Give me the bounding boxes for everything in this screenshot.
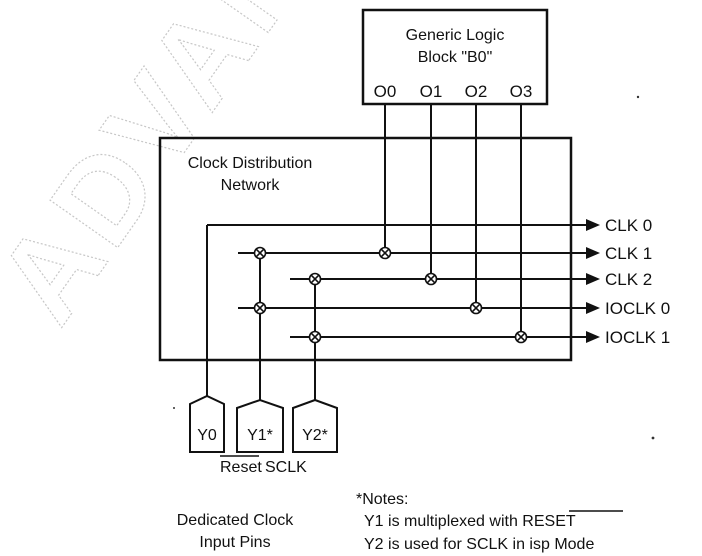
notes-line-1-prefix: Y1 is multiplexed with — [364, 513, 522, 530]
clock-network-title-1: Clock Distribution — [188, 155, 312, 172]
ioclk1-arrow — [586, 331, 600, 343]
pin-y0-shape — [189, 394, 225, 453]
fuse-y1-clk1 — [253, 246, 267, 260]
pin-y2-shape — [292, 398, 338, 453]
clk2-label: CLK 2 — [605, 270, 652, 289]
logic-block-title-2: Block "B0" — [418, 49, 493, 66]
notes-line-2: Y2 is used for SCLK in isp Mode — [364, 536, 594, 553]
clk1-arrow — [586, 247, 600, 259]
reset-label: Reset — [220, 459, 262, 476]
ioclk0-label: IOCLK 0 — [605, 299, 670, 318]
pin-y0-label: Y0 — [197, 427, 217, 444]
fuse-y2-ioclk1 — [308, 330, 322, 344]
output-o1: O1 — [420, 82, 443, 101]
output-o2: O2 — [465, 82, 488, 101]
output-o0: O0 — [374, 82, 397, 101]
clk0-arrow — [586, 219, 600, 231]
clock-network-box — [158, 136, 573, 362]
fuse-y1-ioclk0 — [253, 301, 267, 315]
clk2-arrow — [586, 273, 600, 285]
fuse-junctions — [253, 246, 528, 344]
fuse-o0-clk1 — [378, 246, 392, 260]
fuse-y2-clk2 — [308, 272, 322, 286]
notes-line-1: Y1 is multiplexed with RESET — [364, 513, 576, 530]
output-o3: O3 — [510, 82, 533, 101]
scan-specks — [173, 95, 655, 440]
pin-y1-shape — [236, 398, 284, 453]
input-pin-shapes — [189, 394, 338, 453]
fuse-o3-ioclk1 — [514, 330, 528, 344]
caption-line-1: Dedicated Clock — [177, 512, 295, 529]
pin-y1-label: Y1* — [247, 427, 273, 444]
logic-output-lines — [384, 104, 522, 337]
watermark: ADVANCE — [0, 0, 441, 346]
clock-output-lines — [207, 224, 586, 338]
ioclk0-arrow — [586, 302, 600, 314]
logic-block-box — [361, 8, 549, 106]
fuse-o1-clk2 — [424, 272, 438, 286]
clk0-label: CLK 0 — [605, 216, 652, 235]
fuse-o2-ioclk0 — [469, 301, 483, 315]
caption-line-2: Input Pins — [199, 534, 270, 551]
notes-reset-word: RESET — [522, 513, 576, 530]
logic-block-title-1: Generic Logic — [406, 27, 505, 44]
pin-y2-label: Y2* — [302, 427, 328, 444]
notes-heading: *Notes: — [356, 491, 408, 508]
ioclk1-label: IOCLK 1 — [605, 328, 670, 347]
svg-text:ADVANCE: ADVANCE — [0, 0, 441, 345]
clk1-label: CLK 1 — [605, 244, 652, 263]
sclk-label: SCLK — [265, 459, 307, 476]
clock-output-arrows — [586, 219, 600, 343]
clock-network-title-2: Network — [221, 177, 281, 194]
